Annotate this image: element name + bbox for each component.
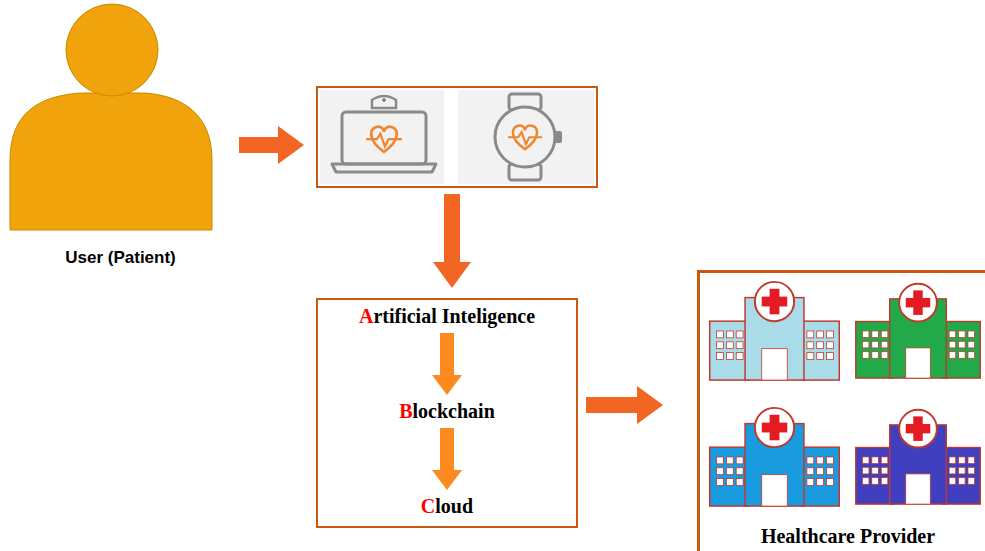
- node-label: Cloud: [318, 495, 576, 518]
- flow-arrow: [432, 333, 462, 395]
- arrow-shaft: [440, 428, 454, 471]
- patient-node: User (Patient): [5, 0, 236, 268]
- arrow-head: [432, 470, 462, 490]
- flow-arrow: [432, 428, 462, 490]
- arrow-head: [637, 386, 663, 424]
- node-label: Artificial Inteligence: [318, 305, 576, 328]
- technology-step: Cloud: [318, 495, 576, 518]
- arrow-shaft: [440, 333, 454, 376]
- node-label: Healthcare Provider: [700, 525, 985, 548]
- label-text: Healthcare Provider: [757, 525, 939, 547]
- node-label: Blockchain: [318, 400, 576, 423]
- technology-step: Artificial Inteligence: [318, 305, 576, 328]
- patient-figure: [10, 4, 212, 230]
- device-box: [316, 86, 598, 188]
- provider-box: Healthcare Provider: [697, 270, 985, 551]
- arrow-shaft: [586, 397, 638, 413]
- flow-arrow: [239, 126, 304, 164]
- arrow-head: [278, 126, 304, 164]
- device-icons: [320, 90, 594, 184]
- arrow-shaft: [239, 137, 279, 153]
- arrow-shaft: [444, 194, 460, 263]
- arrow-head: [432, 375, 462, 395]
- flow-arrow: [586, 386, 663, 424]
- technology-step: Blockchain: [318, 400, 576, 423]
- hospital-icons: [710, 282, 981, 506]
- node-label: User (Patient): [5, 248, 236, 268]
- arrow-head: [433, 262, 471, 288]
- flow-arrow: [433, 194, 471, 288]
- technology-box: Artificial InteligenceBlockchainCloud: [316, 298, 578, 528]
